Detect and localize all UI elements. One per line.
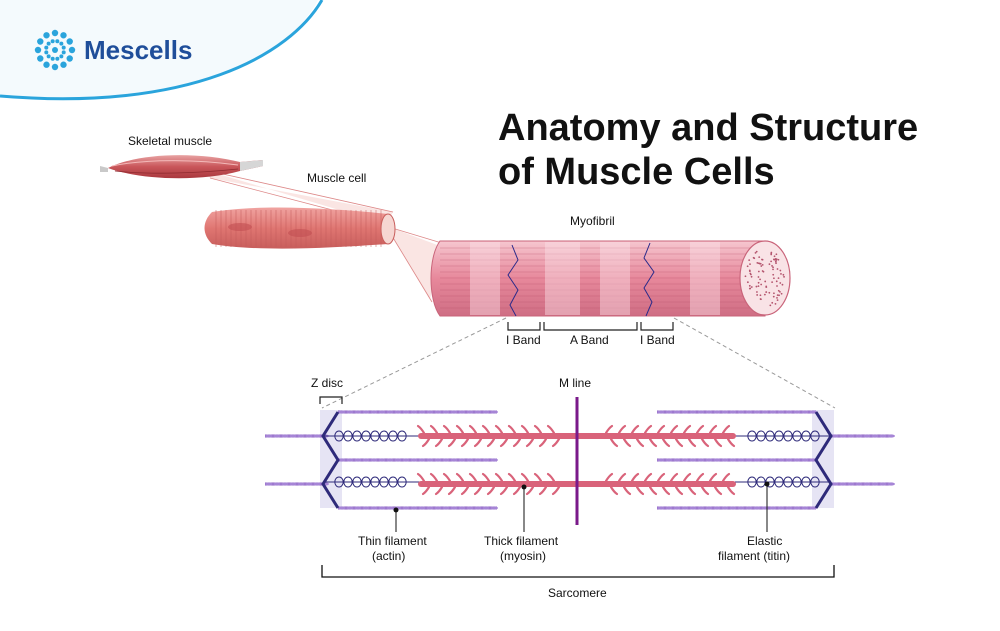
label-i-band-right: I Band [640,333,675,347]
title-line-2: of Muscle Cells [498,151,775,193]
label-muscle-cell: Muscle cell [307,171,366,185]
pointer-dot [522,485,527,490]
skeletal-muscle-illustration [100,155,263,178]
myofibril-illustration [431,241,790,316]
title-line-1: Anatomy and Structure [498,107,918,149]
label-thick-filament-2: (myosin) [500,549,546,563]
label-myofibril: Myofibril [570,214,615,228]
brand-name: Mescells [84,35,192,65]
z-disc-bracket [320,397,342,404]
sarcomere-bracket [322,565,834,577]
sarcomere-illustration [265,397,895,525]
label-i-band-left: I Band [506,333,541,347]
muscle-cell-illustration [205,208,396,249]
pointer-dot [394,508,399,513]
thin-filaments [265,410,895,509]
label-sarcomere: Sarcomere [548,586,607,600]
zoom-dashed-line [674,318,835,408]
label-z-disc: Z disc [311,376,343,390]
label-thin-filament-1: Thin filament [358,534,427,548]
label-elastic-filament-2: filament (titin) [718,549,790,563]
label-thick-filament-1: Thick filament [484,534,559,548]
label-m-line: M line [559,376,591,390]
pointer-dot [765,482,770,487]
band-brackets [508,322,673,330]
label-elastic-filament-1: Elastic [747,534,782,548]
label-a-band: A Band [570,333,609,347]
zoom-dashed-line [322,318,506,408]
label-skeletal-muscle: Skeletal muscle [128,134,212,148]
label-thin-filament-2: (actin) [372,549,405,563]
